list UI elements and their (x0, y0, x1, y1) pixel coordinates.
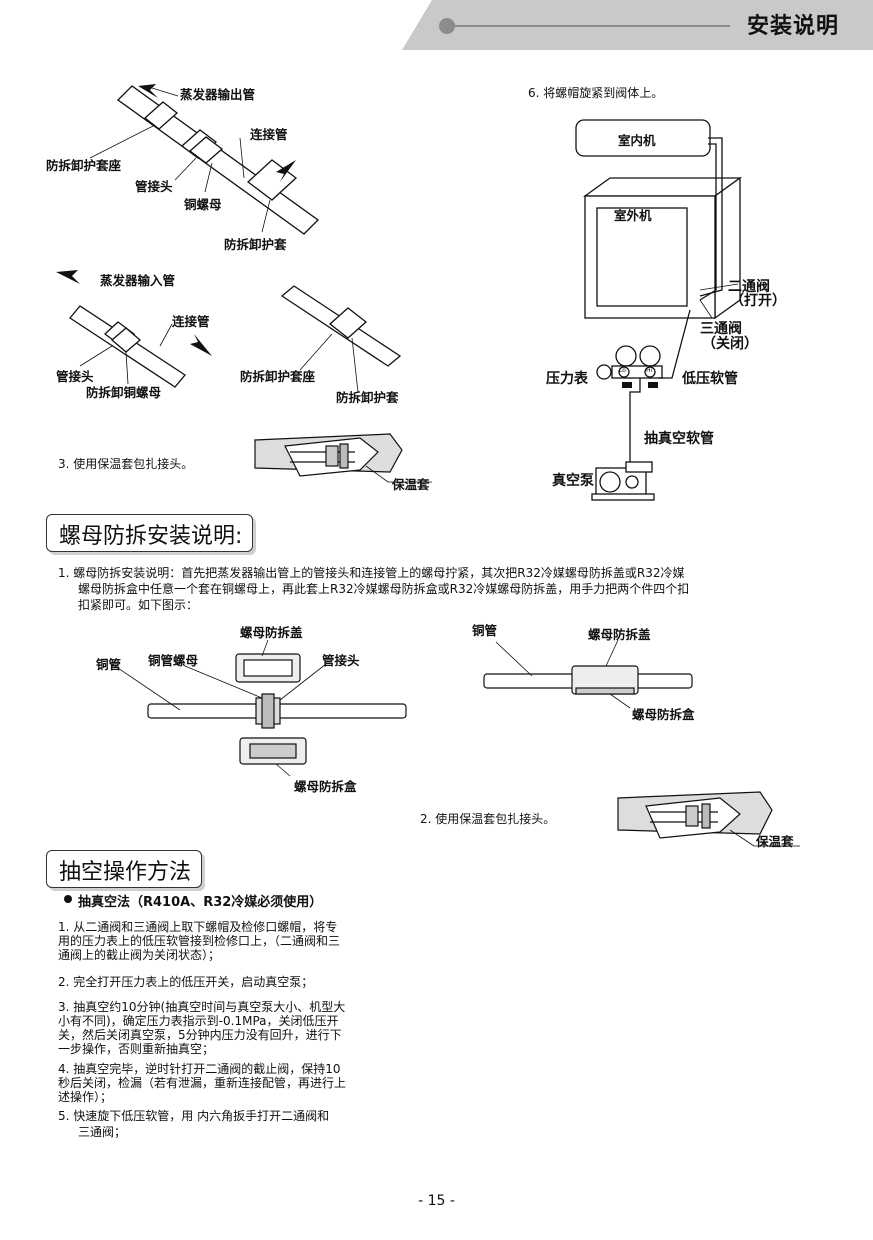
label-outlet-pipe: 蒸发器输出管 (180, 87, 256, 102)
vac-step4-l2: 秒后关闭，检漏（若有泄漏，重新连接配管，再进行上 (58, 1076, 347, 1090)
para1-line2: 螺母防拆盒中任意一个套在铜螺母上，再此套上R32冷媒螺母防拆盒或R32冷媒螺母防… (78, 582, 690, 596)
label-insulation-2: 保温套 (756, 834, 794, 849)
label-low-hose: 低压软管 (682, 371, 738, 387)
bullet-dot (64, 895, 72, 903)
label-two-way-valve: 二通阀 (728, 279, 770, 295)
header-band (402, 0, 873, 50)
label-indoor-unit: 室内机 (618, 133, 656, 148)
outlet-pipe-diagram (56, 84, 432, 483)
para1-line1: 1. 螺母防拆安装说明：首先把蒸发器输出管上的管接头和连接管上的螺母拧紧，其次把… (58, 566, 685, 580)
label-pipe-joint: 管接头 (135, 179, 173, 194)
gauge-lo-label: Lo (619, 367, 626, 374)
label-copper-pipe-l: 铜管 (96, 657, 122, 672)
vac-step4-l1: 4. 抽真空完毕，逆时针打开二通阀的截止阀，保持10 (58, 1062, 341, 1076)
para1-line3: 扣紧即可。如下图示： (78, 598, 199, 612)
vac-step3-l2: 小有不同)，确定压力表指示到-0.1MPa，关闭低压开 (58, 1014, 339, 1028)
vac-step4-l3: 述操作）； (58, 1090, 113, 1104)
step2-text: 2. 使用保温套包扎接头。 (420, 812, 556, 826)
label-vac-hose: 抽真空软管 (644, 431, 714, 447)
label-anti-nut: 防拆卸铜螺母 (86, 385, 162, 400)
step6-text: 6. 将螺帽旋紧到阀体上。 (528, 86, 664, 100)
vac-step5-l1: 5. 快速旋下低压软管，用 内六角扳手打开二通阀和 (58, 1109, 330, 1123)
label-copper-pipe-r: 铜管 (472, 623, 498, 638)
section-title-vacuum: 抽空操作方法 (46, 850, 203, 888)
label-connect-pipe: 连接管 (250, 127, 288, 142)
vac-step2: 2. 完全打开压力表上的低压开关，启动真空泵； (58, 975, 314, 989)
label-nut-box-r: 螺母防拆盒 (632, 707, 695, 722)
label-three-way-closed: （关闭） (702, 336, 758, 352)
vac-step3-l1: 3. 抽真空约10分钟(抽真空时间与真空泵大小、机型大 (58, 1000, 346, 1014)
vac-step5-l2: 三通阀； (78, 1125, 127, 1139)
label-joint-l: 管接头 (322, 653, 360, 668)
nut-cover-diagrams (111, 639, 800, 847)
vacuum-setup-diagram (575, 119, 743, 501)
label-gauge: 压力表 (546, 371, 588, 387)
step3-text: 3. 使用保温套包扎接头。 (58, 457, 194, 471)
vac-step3-l3: 关，然后关闭真空泵，5分钟内压力没有回升，进行下 (58, 1028, 342, 1042)
gauge-hi-label: Hi (646, 367, 653, 374)
label-three-way-valve: 三通阀 (700, 321, 742, 337)
label-inlet-pipe: 蒸发器输入管 (100, 273, 176, 288)
vac-step1-l3: 通阀上的截止阀为关闭状态）； (58, 948, 221, 962)
page-number: - 15 - (418, 1193, 455, 1209)
label-seat: 防拆卸护套座 (240, 369, 316, 384)
label-insulation-1: 保温套 (392, 477, 430, 492)
vac-step1-l2: 用的压力表上的低压软管接到检修口上，（二通阀和三 (58, 934, 341, 948)
label-copper-nut: 铜螺母 (184, 197, 222, 212)
label-two-way-open: （打开） (730, 293, 786, 309)
label-protector-seat: 防拆卸护套座 (46, 158, 122, 173)
label-nut-cover-r: 螺母防拆盖 (588, 627, 651, 642)
label-copper-nut-l: 铜管螺母 (148, 653, 199, 668)
section-title-nut-install: 螺母防拆安装说明: (46, 514, 254, 552)
label-sleeve: 防拆卸护套 (336, 390, 399, 405)
label-nut-box-l: 螺母防拆盒 (294, 779, 357, 794)
label-vacuum-pump: 真空泵 (552, 473, 594, 489)
label-pipe-joint-2: 管接头 (56, 369, 94, 384)
vac-step1-l1: 1. 从二通阀和三通阀上取下螺帽及检修口螺帽，将专 (58, 920, 338, 934)
page-header-title: 安装说明 (746, 14, 839, 39)
vacuum-method-title: 抽真空法（R410A、R32冷媒必须使用） (78, 895, 323, 910)
label-outdoor-unit: 室外机 (614, 208, 652, 223)
vac-step3-l4: 一步操作，否则重新抽真空； (58, 1042, 215, 1056)
label-connect-pipe-2: 连接管 (172, 314, 210, 329)
label-protector-sleeve: 防拆卸护套 (224, 237, 287, 252)
label-nut-cover-l: 螺母防拆盖 (240, 625, 303, 640)
